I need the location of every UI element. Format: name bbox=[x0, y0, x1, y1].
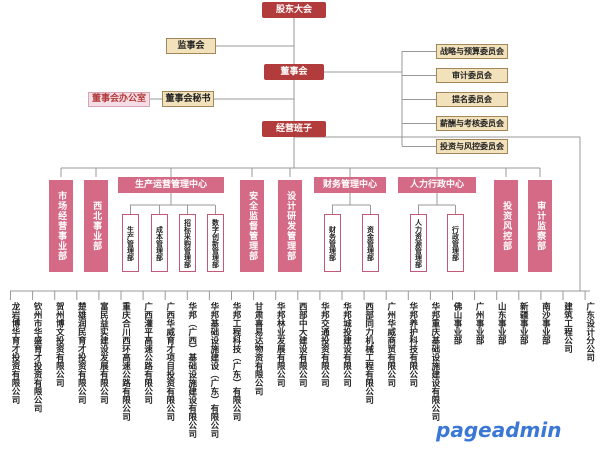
company-item: 广州华威商贸有限公司 bbox=[377, 300, 396, 448]
company-item: 西部中大建设有限公司 bbox=[289, 300, 307, 448]
company-item: 贺州博文投资有限公司 bbox=[46, 300, 64, 448]
company-item: 广州事业部 bbox=[466, 300, 484, 448]
dept-design: 设计研发管理部 bbox=[278, 180, 302, 272]
board-secretary: 董事会秘书 bbox=[162, 91, 214, 107]
company-item: 富民益实建设发展有限公司 bbox=[90, 300, 108, 448]
dept-market: 市场经营事业部 bbox=[49, 180, 73, 272]
dept-investment: 投资风控部 bbox=[494, 180, 518, 272]
management-team: 经营班子 bbox=[262, 121, 326, 137]
dept-northwest: 西北事业部 bbox=[84, 180, 108, 272]
company-item: 甘肃喜易达物资有限公司 bbox=[245, 300, 263, 448]
company-item: 南沙事业部 bbox=[532, 300, 550, 448]
company-item: 山东事业部 bbox=[488, 300, 506, 448]
company-item: 佛山事业部 bbox=[444, 300, 462, 448]
dept-safety: 安全监督管理部 bbox=[240, 180, 264, 272]
company-item: 龙岩博华育才投资有限公司 bbox=[2, 300, 20, 448]
sub-hr: 人力资源管理部 bbox=[410, 214, 427, 272]
sub-hr: 行政管理部 bbox=[447, 214, 464, 272]
shareholders-meeting: 股东大会 bbox=[262, 2, 326, 18]
sub-production: 成本管理部 bbox=[151, 214, 168, 272]
company-item: 华邦交通投资有限公司 bbox=[311, 300, 329, 448]
company-item: 华邦基础设施建设（广东）有限公司 bbox=[200, 300, 219, 448]
company-item: 重庆合川西环高速公路有限公司 bbox=[112, 300, 131, 448]
company-item: 新疆事业部 bbox=[510, 300, 528, 448]
sub-production: 招标采购管理部 bbox=[179, 214, 196, 272]
center-finance: 财务管理中心 bbox=[314, 177, 386, 193]
company-item: 华邦重庆基础设施建设有限公司 bbox=[421, 300, 440, 448]
committee-box: 薪酬与考核委员会 bbox=[436, 116, 508, 131]
committee-box: 投资与风控委员会 bbox=[436, 139, 508, 154]
company-item: 华邦（广西）基础设施建设有限公司 bbox=[178, 300, 197, 448]
company-item: 华邦林业发展有限公司 bbox=[267, 300, 285, 448]
company-item: 广西灌平高速公路有限公司 bbox=[134, 300, 153, 448]
committee-box: 提名委员会 bbox=[436, 92, 508, 107]
watermark-text: pageadmin bbox=[436, 418, 562, 442]
company-item: 建筑工程公司 bbox=[554, 300, 573, 448]
committee-box: 审计委员会 bbox=[436, 68, 508, 83]
company-item: 华邦城投建设有限公司 bbox=[333, 300, 352, 448]
company-item: 广西华威育才项目投资有限公司 bbox=[156, 300, 175, 448]
company-item: 西部同力机械工程有限公司 bbox=[355, 300, 374, 448]
company-item: 华邦养护科技有限公司 bbox=[399, 300, 418, 448]
sub-production: 生产管理部 bbox=[122, 214, 139, 272]
company-item: 广东设计分公司 bbox=[576, 300, 595, 448]
board-office: 董事会办公室 bbox=[88, 92, 150, 107]
board-of-directors: 董事会 bbox=[264, 64, 324, 80]
committee-box: 战略与预算委员会 bbox=[436, 44, 508, 59]
company-item: 楚雄润民育才投资有限公司 bbox=[68, 300, 86, 448]
sub-finance: 财务管理部 bbox=[324, 214, 341, 272]
sub-production: 数字创新管理部 bbox=[207, 214, 224, 272]
center-production: 生产运营管理中心 bbox=[118, 177, 224, 193]
sub-finance: 资金管理部 bbox=[362, 214, 379, 272]
company-item: 钦州市华盛育才投资有限公司 bbox=[24, 300, 42, 448]
supervisory-board: 监事会 bbox=[166, 38, 216, 54]
center-hr: 人力行政中心 bbox=[398, 177, 476, 193]
company-item: 华邦工程科技（广东）有限公司 bbox=[223, 300, 241, 448]
dept-audit: 审计监察部 bbox=[528, 180, 552, 272]
